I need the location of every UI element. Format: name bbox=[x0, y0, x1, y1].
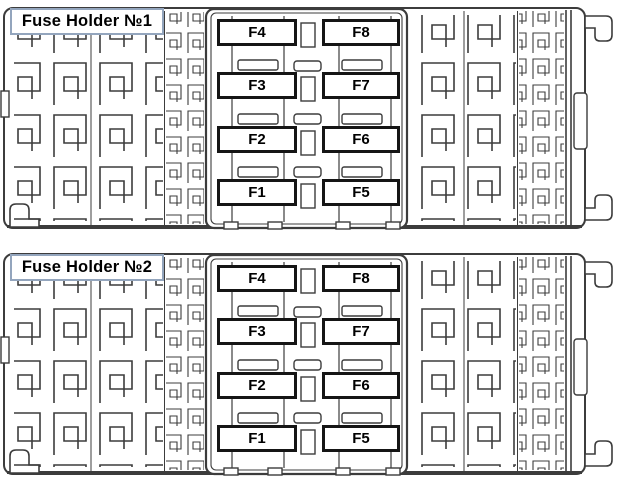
panel-title-box: Fuse Holder №1 bbox=[10, 8, 164, 35]
fuse-f4: F4 bbox=[217, 19, 297, 46]
fuse-f3: F3 bbox=[217, 72, 297, 99]
fuse-f8: F8 bbox=[322, 265, 400, 292]
fuse-holder-1-panel: Fuse Holder №1 F4 F3 F2 F1 F8 F7 F6 F5 bbox=[0, 3, 620, 233]
fuse-f2: F2 bbox=[217, 372, 297, 399]
fuse-f5: F5 bbox=[322, 425, 400, 452]
fuse-f8: F8 bbox=[322, 19, 400, 46]
fuse-holder-2-panel: Fuse Holder №2 F4 F3 F2 F1 F8 F7 F6 F5 bbox=[0, 249, 620, 479]
connector-traces bbox=[0, 252, 614, 477]
fuse-f2: F2 bbox=[217, 126, 297, 153]
fuse-f6: F6 bbox=[322, 126, 400, 153]
fuse-f7: F7 bbox=[322, 72, 400, 99]
connector-traces bbox=[0, 6, 614, 231]
fuse-f3: F3 bbox=[217, 318, 297, 345]
panel-title: Fuse Holder №2 bbox=[21, 258, 153, 276]
panel-title: Fuse Holder №1 bbox=[21, 12, 153, 30]
fuse-f7: F7 bbox=[322, 318, 400, 345]
panel-title-box: Fuse Holder №2 bbox=[10, 254, 164, 281]
fuse-f4: F4 bbox=[217, 265, 297, 292]
fuse-f5: F5 bbox=[322, 179, 400, 206]
fuse-f1: F1 bbox=[217, 179, 297, 206]
fuse-f6: F6 bbox=[322, 372, 400, 399]
fuse-f1: F1 bbox=[217, 425, 297, 452]
